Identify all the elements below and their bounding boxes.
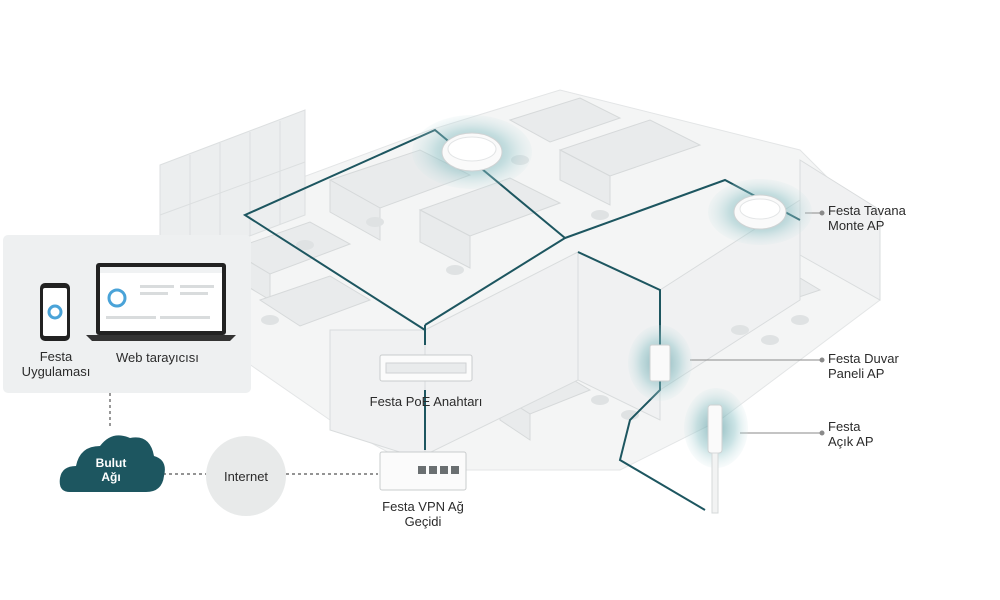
walls (329, 159, 881, 461)
outdoor-ap-label-line2: Açık AP (828, 434, 874, 449)
browser-label: Web tarayıcısı (116, 350, 199, 365)
wall-ap-icon (628, 325, 692, 401)
ceiling-ap-label: Festa Tavana Monte AP (828, 203, 906, 233)
app-label-line1: Festa (39, 349, 73, 364)
vpn-gateway-label-line2: Geçidi (404, 514, 442, 529)
cloud-label: Bulut Ağı (68, 456, 154, 484)
chairs (261, 155, 809, 420)
cloud-label-line2: Ağı (101, 470, 121, 484)
gateway-icon (379, 451, 467, 491)
app-label-line2: Uygulaması (21, 364, 91, 379)
vpn-gateway-label: Festa VPN Ağ Geçidi (382, 499, 464, 529)
wall-ap-label-line2: Paneli AP (828, 366, 885, 381)
switch-icon (379, 354, 473, 382)
ceiling-ap-icon (412, 115, 532, 189)
wall-ap-label-line1: Festa Duvar (828, 351, 899, 366)
outdoor-ap-label-line1: Festa (828, 419, 861, 434)
vpn-gateway-label-line1: Festa VPN Ağ (382, 499, 464, 514)
ceiling-ap-icon (708, 179, 812, 245)
internet-label: Internet (223, 468, 269, 484)
app-label: Festa Uygulaması (22, 349, 91, 379)
outdoor-ap-icon (684, 388, 748, 514)
internet-node: Internet (206, 436, 286, 516)
outdoor-ap-label: Festa Açık AP (828, 419, 874, 449)
wall-ap-label: Festa Duvar Paneli AP (828, 351, 899, 381)
cloud-label-line1: Bulut (95, 456, 127, 470)
poe-switch-label: Festa PoE Anahtarı (369, 394, 483, 409)
ceiling-ap-label-line2: Monte AP (828, 218, 885, 233)
dashed-links (109, 393, 378, 475)
ceiling-ap-label-line1: Festa Tavana (828, 203, 906, 218)
